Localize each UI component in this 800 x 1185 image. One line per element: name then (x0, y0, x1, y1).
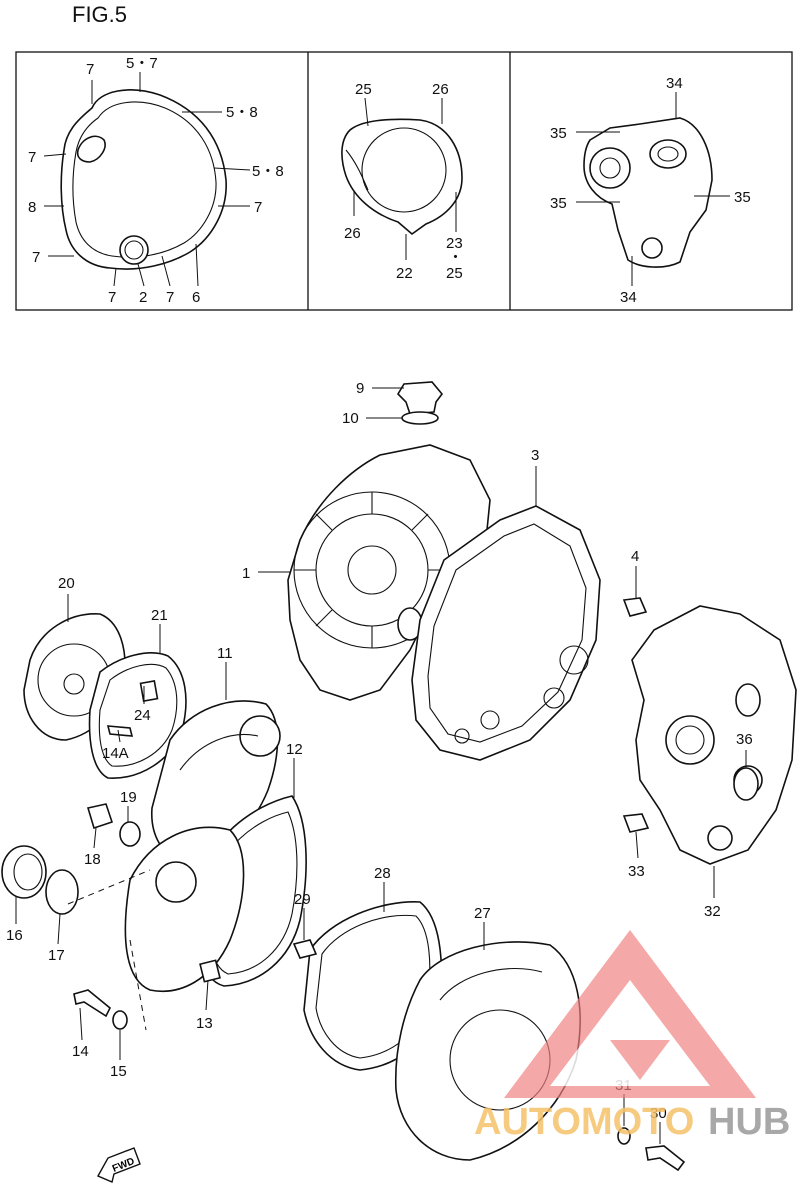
callout-label: 4 (631, 548, 639, 565)
watermark-text-hub: HUB (708, 1101, 790, 1143)
dowel-pin-33 (622, 813, 650, 833)
inset-left-clutch-cover (60, 89, 227, 270)
inset-right-cover (583, 117, 713, 268)
callout-label: 28 (374, 865, 391, 882)
inset-right-labels: 34 35 35 35 34 (550, 75, 751, 306)
callout-label: 26 (344, 225, 361, 242)
callout-label: 25 (355, 81, 372, 98)
callout-label: 5・7 (126, 55, 158, 72)
callout-label: 16 (6, 927, 23, 944)
callout-label: 20 (58, 575, 75, 592)
callout-label: 2 (139, 289, 147, 306)
alignment-lines (67, 869, 151, 1031)
oil-filler-cap (396, 381, 444, 425)
callout-label: 19 (120, 789, 137, 806)
fwd-arrow-badge: FWD (97, 1147, 141, 1183)
callout-label: 35 (734, 189, 751, 206)
callout-label: 26 (432, 81, 449, 98)
callout-label: 27 (474, 905, 491, 922)
callout-label: 35 (550, 125, 567, 142)
inset-middle-cover (341, 118, 463, 236)
callout-label: 6 (192, 289, 200, 306)
callout-label: 15 (110, 1063, 127, 1080)
clutch-cover (287, 444, 491, 701)
bolt-30 (645, 1145, 686, 1172)
washer-31 (617, 1127, 631, 1145)
water-pump-gasket (88, 652, 187, 779)
callout-label: 1 (242, 565, 250, 582)
o-ring-17 (45, 869, 79, 915)
seal-16 (1, 845, 47, 899)
inset-left-labels: 7 5・7 7 5・8 5・8 8 7 7 7 2 7 6 (28, 55, 284, 306)
callout-label: 8 (28, 199, 36, 216)
bolt-14 (73, 989, 112, 1018)
callout-label: 11 (217, 645, 233, 662)
callout-label: 18 (84, 851, 101, 868)
plug-18 (86, 803, 114, 830)
callout-label: 17 (48, 947, 65, 964)
callout-label: ・ (448, 249, 463, 266)
inset-left-leaders (43, 72, 251, 287)
callout-label: 5・8 (252, 163, 284, 180)
callout-label: 22 (396, 265, 413, 282)
callout-label: 33 (628, 863, 645, 880)
callout-label: 30 (650, 1105, 667, 1122)
generator-cover (394, 941, 581, 1161)
watermark: AUTOMOTO HUB (474, 930, 790, 1143)
clutch-cover-gasket (411, 505, 601, 761)
watermark-text-automoto: AUTOMOTO (474, 1101, 694, 1143)
inset-middle-leaders (353, 97, 457, 260)
ring-19 (119, 821, 141, 847)
callout-label: 24 (134, 707, 151, 724)
callout-label: 34 (620, 289, 637, 306)
callout-label: 7 (108, 289, 116, 306)
starter-housing (631, 605, 797, 865)
callout-label: 29 (294, 891, 311, 908)
callout-label: 7 (32, 249, 40, 266)
callout-label: 34 (666, 75, 683, 92)
callout-label: 7 (166, 289, 174, 306)
callout-label: 7 (86, 61, 94, 78)
plug-36 (733, 767, 759, 801)
callout-label: 12 (286, 741, 303, 758)
callout-label: 14 (72, 1043, 89, 1060)
washer-15 (112, 1010, 128, 1030)
callout-label: 7 (254, 199, 262, 216)
callout-label: 32 (704, 903, 721, 920)
dowel-pin-29 (292, 939, 318, 959)
main-leaders (15, 387, 747, 1144)
figure-title: FIG.5 (72, 2, 128, 27)
callout-label: 3 (531, 447, 539, 464)
callout-label: 25 (446, 265, 463, 282)
watermark-logo-icon (504, 930, 756, 1098)
callout-label: 23 (446, 235, 463, 252)
lower-cover-13 (124, 826, 245, 992)
inset-right-leaders (576, 92, 730, 286)
inset-panels (15, 51, 793, 311)
inset-middle-labels: 25 26 26 23 ・ 25 22 (344, 81, 463, 282)
callout-label: 10 (342, 410, 359, 427)
callout-label: 21 (151, 607, 168, 624)
callout-label: 36 (736, 731, 753, 748)
callout-label: 13 (196, 1015, 213, 1032)
callout-label: 35 (550, 195, 567, 212)
dowel-pin-4 (622, 597, 648, 617)
callout-label: 7 (28, 149, 36, 166)
main-labels: 9 10 3 1 4 20 21 11 24 14A 36 12 19 18 3… (6, 380, 753, 1122)
callout-label: 9 (356, 380, 364, 397)
callout-label: 14A (102, 745, 129, 762)
callout-label: 5・8 (226, 104, 258, 121)
